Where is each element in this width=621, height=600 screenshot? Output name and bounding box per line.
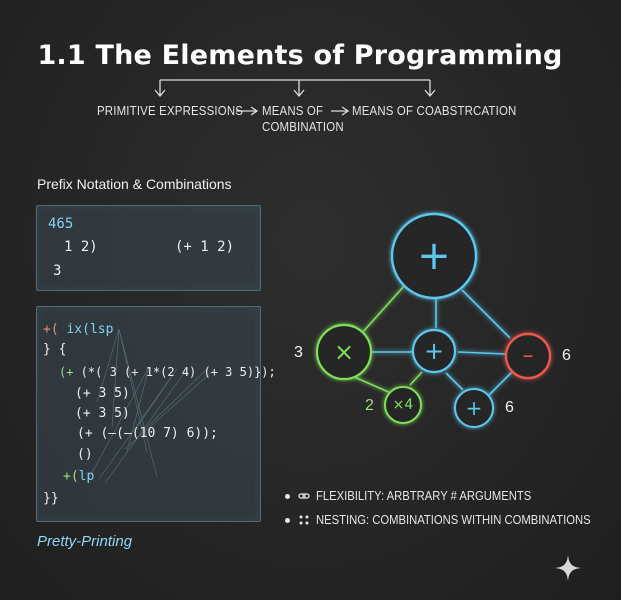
bullet-dot bbox=[285, 493, 290, 499]
code-line: } { bbox=[43, 342, 67, 357]
flow-step-abstraction: MEANS OF COABSTRCATION bbox=[352, 103, 517, 118]
tree-edge bbox=[361, 284, 406, 334]
code-line: 3 bbox=[53, 263, 62, 279]
code-line: 465 bbox=[48, 216, 74, 232]
tree-node-lower-left bbox=[384, 386, 422, 424]
bullet-dot bbox=[285, 517, 290, 523]
connector-lines bbox=[86, 328, 216, 484]
op-times-left: × bbox=[334, 338, 354, 366]
code-line: () bbox=[77, 447, 93, 462]
tree-edge bbox=[445, 372, 464, 391]
bullet-text: FLEXIBILITY: ARBTRARY # ARGUMENTS bbox=[316, 489, 532, 503]
code-panel-pretty-print: +( ix(lsp } { (+ (*( 3 (+ 1*(2 4) (+ 3 5… bbox=[36, 306, 276, 522]
tree-node-mid bbox=[411, 328, 457, 374]
code-line: }} bbox=[43, 491, 59, 506]
tree-edge bbox=[409, 371, 423, 386]
bullet-text: NESTING: COMBINATIONS WITHIN COMBINATION… bbox=[316, 513, 591, 527]
flow-diagram bbox=[154, 79, 436, 116]
code-line: (+ 3 5) bbox=[75, 386, 130, 401]
expression-tree: + × + – ×4 + bbox=[315, 212, 552, 428]
code-line: (+ 1 2) bbox=[175, 239, 235, 255]
code-line: (+ 3 5) bbox=[75, 406, 130, 421]
code-line: 1 2) bbox=[64, 239, 98, 255]
flow-arrow-1 bbox=[236, 106, 259, 116]
code-panel-prefix: 465 1 2) (+ 1 2) 3 bbox=[36, 205, 261, 291]
link-icon bbox=[298, 493, 310, 499]
page-title: 1.1 The Elements of Programming bbox=[37, 40, 563, 71]
code-line: (+ (–(–(10 7) 6)); bbox=[77, 426, 218, 441]
code-line: +( ix(lsp bbox=[43, 322, 114, 337]
tree-edge bbox=[461, 289, 511, 339]
bullet-flexibility: FLEXIBILITY: ARBTRARY # ARGUMENTS bbox=[285, 488, 555, 504]
tree-edge bbox=[487, 371, 513, 397]
tree-node-lower-mid bbox=[454, 388, 494, 428]
flow-step-combination-line1: MEANS OF bbox=[262, 103, 324, 118]
tree-label-6-right: 6 bbox=[562, 347, 571, 364]
tree-node-left bbox=[315, 323, 373, 381]
dots-grid-icon bbox=[299, 515, 309, 525]
op-plus-root: + bbox=[417, 233, 451, 279]
bullet-nesting: NESTING: COMBINATIONS WITHIN COMBINATION… bbox=[285, 512, 621, 528]
sparkle-icon bbox=[555, 555, 581, 581]
tree-node-root bbox=[390, 212, 478, 300]
tree-edge bbox=[457, 351, 507, 355]
code-line: +(lp bbox=[63, 469, 95, 484]
caption-pretty-printing: Pretty-Printing bbox=[37, 533, 133, 550]
flow-step-combination-line2: COMBINATION bbox=[262, 119, 344, 134]
op-plus-lower: + bbox=[466, 396, 483, 420]
op-times-lower: ×4 bbox=[393, 397, 414, 413]
flow-arrow-2 bbox=[331, 106, 350, 116]
tree-label-2: 2 bbox=[365, 397, 374, 414]
flow-step-primitive: PRIMITIVE EXPRESSIONS bbox=[97, 103, 244, 118]
tree-label-6-bottom: 6 bbox=[505, 399, 514, 416]
op-plus-mid: + bbox=[424, 337, 444, 365]
tree-node-right bbox=[504, 332, 552, 380]
code-line: (+ (*( 3 (+ 1*(2 4) (+ 3 5)}); bbox=[59, 365, 276, 379]
tree-edge bbox=[351, 375, 394, 395]
tree-label-3: 3 bbox=[294, 344, 303, 361]
op-minus-right: – bbox=[523, 344, 534, 369]
section-heading: Prefix Notation & Combinations bbox=[37, 176, 232, 192]
